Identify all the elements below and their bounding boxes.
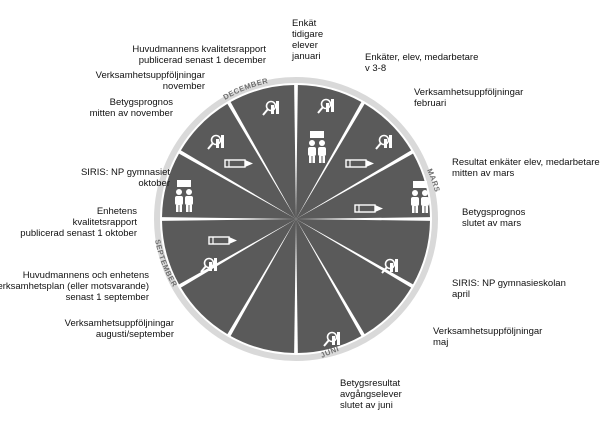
label-line: januari [292, 51, 321, 62]
label-line: tidigare [292, 29, 324, 40]
label-line: kvalitetsrapport [72, 217, 137, 228]
wheel-icons [175, 98, 429, 347]
label-line: elever [292, 40, 318, 51]
magnifier-chart-icon [375, 134, 392, 150]
label-line: april [452, 289, 470, 300]
wheel-segment-6 [296, 219, 362, 353]
label-line: mitten av november [89, 108, 173, 119]
label-line: Enhetens [96, 206, 137, 217]
label-line: februari [414, 98, 447, 109]
wheel-segment-10 [162, 153, 296, 219]
label-line: Betygsprognos [109, 97, 173, 108]
label-line: v 3-8 [365, 63, 387, 74]
pencil-icon [208, 236, 237, 245]
wheel-segment-5 [296, 219, 412, 335]
label-line: Betygsprognos [462, 207, 526, 218]
label-line: Huvudmannens och enhetens [22, 270, 149, 281]
magnifier-chart-icon [200, 257, 217, 273]
label-line: maj [433, 337, 449, 348]
label-line: Huvudmannens kvalitetsrapport [132, 44, 266, 55]
wheel-segment-7 [230, 219, 296, 353]
label-line: avgångselever [340, 389, 402, 400]
label-line: Betygsresultat [340, 378, 401, 389]
people-survey-icon [308, 131, 326, 163]
pencil-icon [354, 204, 383, 213]
magnifier-chart-icon [323, 331, 340, 347]
label-line: publicerad senast 1 oktober [20, 228, 137, 239]
label-line: Verksamhetsuppföljningar [95, 70, 205, 81]
label-line: Enkät [292, 18, 317, 29]
magnifier-chart-icon [207, 134, 224, 150]
wheel-segment-8 [180, 219, 296, 335]
magnifier-chart-icon [262, 100, 279, 116]
wheel-segment-2 [296, 103, 412, 219]
wheel-segment-12 [230, 85, 296, 219]
label-line: slutet av mars [462, 218, 522, 229]
label-line: Resultat enkäter elev, medarbetare [452, 157, 600, 168]
people-survey-icon [411, 181, 429, 213]
label-line: SIRIS: NP gymnasieskolan [452, 278, 566, 289]
label-line: Verksamhetsuppföljningar [414, 87, 524, 98]
wheel-segments [154, 77, 438, 361]
magnifier-chart-icon [317, 98, 334, 114]
wheel-segment-1 [296, 85, 362, 219]
pencil-icon [224, 159, 253, 168]
label-line: publicerad senast 1 december [138, 55, 266, 66]
label-line: oktober [138, 178, 170, 189]
label-line: augusti/september [95, 329, 174, 340]
label-line: Enkäter, elev, medarbetare [365, 52, 479, 63]
pencil-icon [345, 159, 374, 168]
label-line: november [162, 81, 205, 92]
label-line: SIRIS: NP gymnasiet [80, 167, 170, 178]
label-line: Verksamhetsuppföljningar [64, 318, 174, 329]
wheel-segment-9 [162, 219, 296, 285]
people-survey-icon [175, 180, 193, 212]
label-line: slutet av juni [340, 400, 393, 411]
label-line: verksamhetsplan (eller motsvarande) [0, 281, 149, 292]
label-line: Verksamhetsuppföljningar [433, 326, 543, 337]
label-line: mitten av mars [452, 168, 515, 179]
magnifier-chart-icon [381, 258, 398, 274]
label-line: senast 1 september [65, 292, 149, 303]
wheel-segment-11 [180, 103, 296, 219]
wheel-segment-3 [296, 153, 430, 219]
